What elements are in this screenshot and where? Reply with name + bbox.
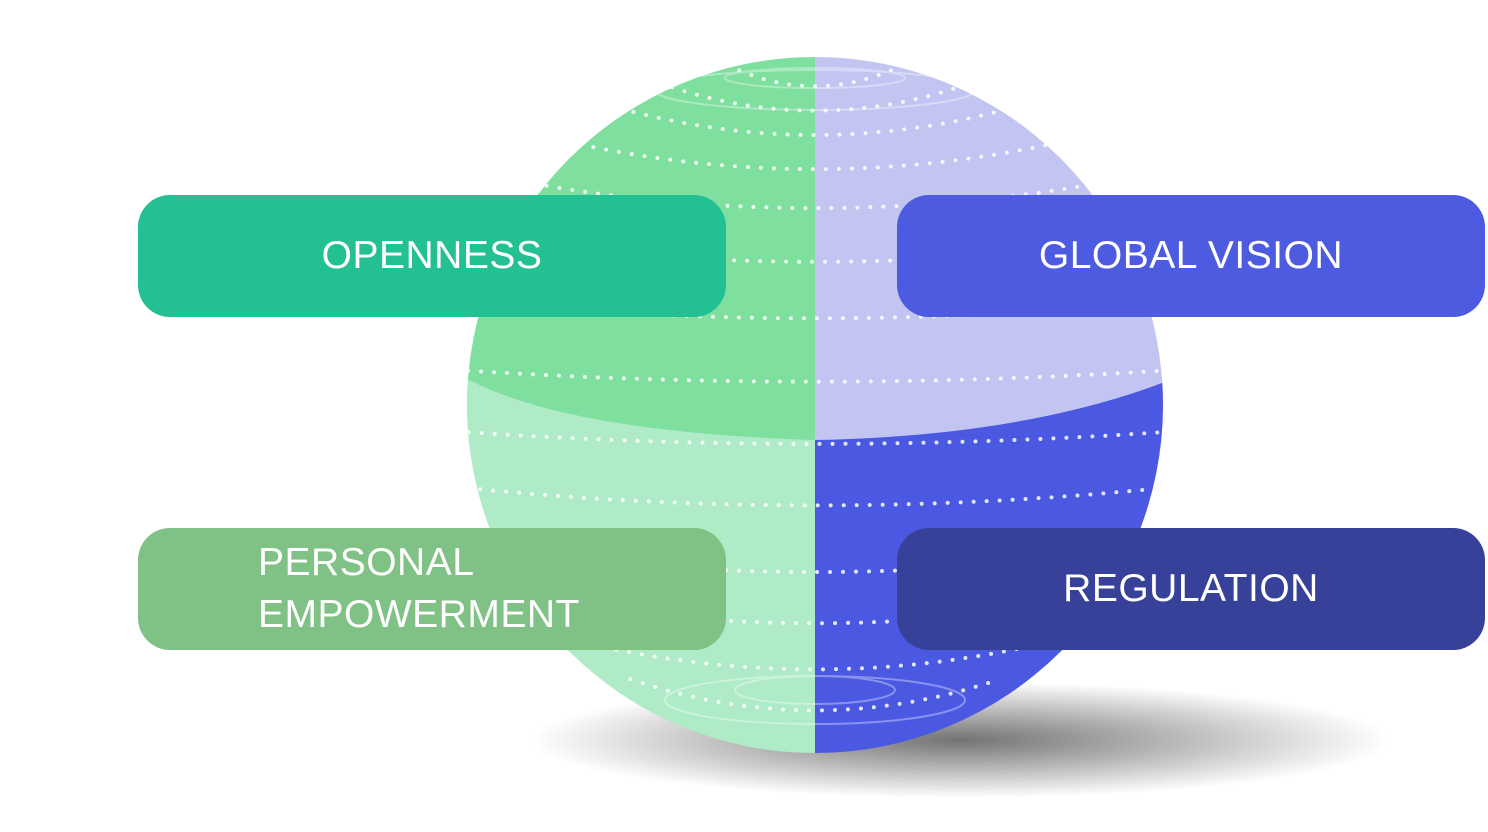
pole-ring (664, 675, 966, 725)
latitude-dotted-line (606, 103, 1024, 137)
latitude-dotted-line (477, 300, 1153, 321)
personal-empowerment-label: PERSONAL EMPOWERMENT (258, 541, 580, 636)
latitude-dotted-line (628, 677, 1002, 713)
personal-empowerment-pill: PERSONAL EMPOWERMENT (138, 528, 726, 650)
global-vision-pill: GLOBAL VISION (897, 195, 1485, 317)
global-vision-label: GLOBAL VISION (1038, 234, 1344, 277)
regulation-label: REGULATION (1063, 567, 1319, 610)
latitude-dotted-line (702, 57, 928, 89)
pole-ring (734, 675, 896, 705)
regulation-pill: REGULATION (897, 528, 1485, 650)
pole-ring (724, 67, 906, 89)
latitude-dotted-line (565, 139, 1065, 172)
openness-pill: OPENNESS (138, 195, 726, 317)
openness-label: OPENNESS (321, 234, 543, 277)
latitude-dotted-line (576, 639, 1054, 672)
